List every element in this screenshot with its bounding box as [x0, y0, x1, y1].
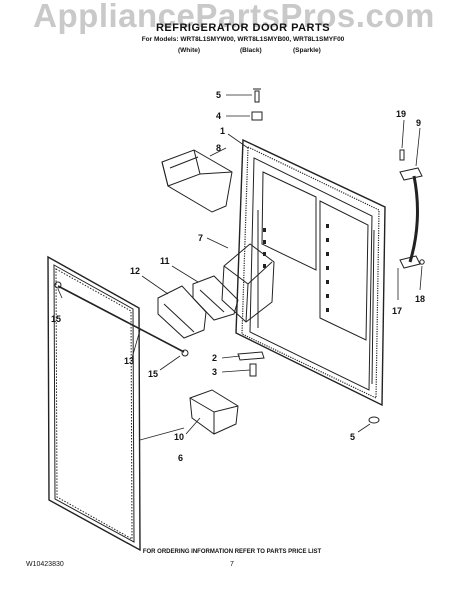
dairy-bin: [221, 243, 275, 323]
hinge-bracket-lower: [237, 351, 265, 361]
callout-17: 17: [392, 306, 402, 316]
callout-10: 10: [174, 432, 184, 442]
callout-4: 4: [216, 111, 221, 121]
rod-cap-right: [181, 349, 189, 357]
diagram-title: REFRIGERATOR DOOR PARTS: [155, 22, 331, 34]
callout-15-right: 15: [148, 369, 158, 379]
watermark: AppliancePartsPros.com: [33, 0, 435, 34]
dairy-door: [157, 285, 207, 339]
callout-2: 2: [212, 353, 217, 363]
callout-9: 9: [416, 118, 421, 128]
upper-screw: [253, 88, 261, 103]
variant-white: (White): [178, 47, 201, 54]
door-panel: [235, 138, 386, 407]
callout-7: 7: [198, 233, 203, 243]
callout-12: 12: [130, 266, 140, 276]
door-gasket: [47, 255, 141, 552]
callout-15-left: 15: [51, 314, 61, 324]
callout-8: 8: [216, 143, 221, 153]
callout-5-top: 5: [216, 90, 221, 100]
callout-11: 11: [160, 256, 170, 266]
leader-lines: [57, 94, 423, 441]
door-bin-upper: [161, 149, 233, 213]
dairy-door-cover: [192, 275, 239, 321]
lower-screw: [249, 363, 257, 377]
callout-labels: 5 4 1 8 7 11 12 15 13 15 2 3 10 6 5 19 9…: [51, 90, 425, 463]
callout-6: 6: [178, 453, 183, 463]
document-number: W10423830: [26, 561, 64, 568]
callout-18: 18: [415, 294, 425, 304]
variant-sparkle: (Sparkle): [293, 47, 321, 54]
model-list: For Models: WRT8L1SMYW00, WRT8L1SMYB00, …: [141, 36, 345, 43]
ordering-note: FOR ORDERING INFORMATION REFER TO PARTS …: [142, 549, 322, 555]
handle-screw-top: [399, 149, 405, 161]
callout-13: 13: [124, 356, 134, 366]
callout-5-bottom: 5: [350, 432, 355, 442]
lower-washer: [368, 416, 380, 424]
rod-cap-left: [54, 281, 62, 289]
door-handle: [399, 167, 423, 269]
callout-1: 1: [220, 126, 225, 136]
door-bin-lower: [189, 389, 239, 435]
upper-bushing: [251, 111, 263, 121]
callout-3: 3: [212, 367, 217, 377]
page-number: 7: [230, 561, 234, 568]
handle-screw-bottom: [419, 259, 425, 265]
retainer-rod: [57, 285, 185, 353]
callout-19: 19: [396, 109, 406, 119]
variant-black: (Black): [240, 47, 262, 54]
